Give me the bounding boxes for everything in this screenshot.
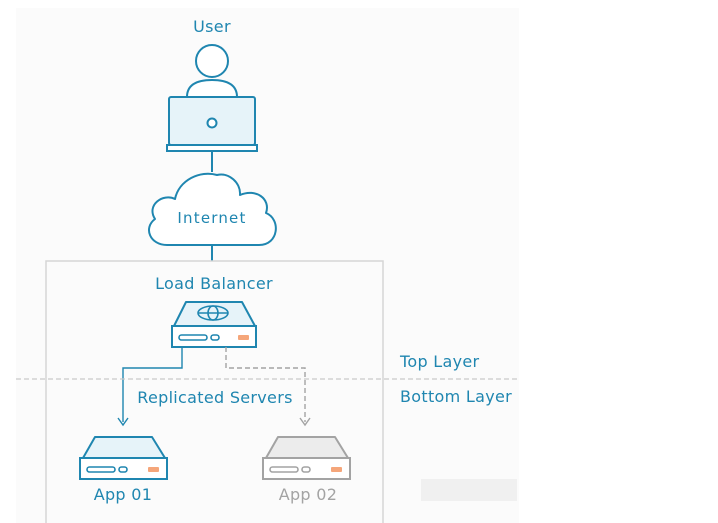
laptop-icon [166,96,258,152]
top-layer-label: Top Layer [399,352,480,371]
system-frame [45,260,384,523]
replicated-servers-label: Replicated Servers [137,388,292,407]
globe-icon [197,305,229,321]
cloud-icon [148,172,277,246]
server-icon [262,436,351,480]
route-arrow-app-02 [299,417,311,427]
route-arrow-app-01 [117,417,129,427]
load-balancer-icon [171,301,257,348]
watermark-box [421,479,517,501]
internet-label: Internet [177,209,246,227]
app-02-label: App 02 [279,485,338,504]
bottom-layer-label: Bottom Layer [400,387,512,406]
app-01-label: App 01 [94,485,153,504]
route-to-app-02 [225,347,306,422]
route-to-app-01 [122,347,183,422]
user-label: User [193,17,231,36]
server-icon [79,436,168,480]
load-balancer-label: Load Balancer [155,274,273,293]
user-icon [186,44,238,98]
